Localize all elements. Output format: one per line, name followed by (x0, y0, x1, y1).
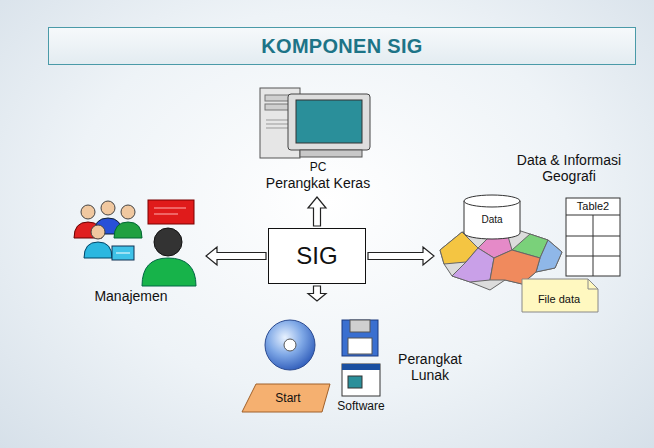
hardware-group: PCPerangkat Keras (262, 159, 375, 195)
file-icon (522, 279, 598, 312)
icon-label: Start (258, 391, 318, 405)
computer-icon-part (296, 100, 362, 143)
people-icon-part (148, 200, 194, 224)
cd-icon-part (265, 320, 315, 370)
computer-icon-part (288, 94, 370, 150)
people-icon-part (116, 253, 130, 254)
people-icon-part (112, 246, 134, 260)
component-label: Perangkat Keras (266, 175, 370, 191)
management-group: Manajemen (58, 196, 204, 306)
table-icon-part (566, 256, 620, 257)
icon-label: Software (330, 399, 392, 413)
database-icon (464, 195, 520, 239)
table-icon-part (566, 198, 620, 276)
floppy-icon-part (342, 320, 378, 356)
people-icon-part (114, 222, 142, 238)
window-icon (342, 364, 380, 396)
computer-icon-part (300, 150, 362, 157)
people-icon-part (154, 208, 186, 209)
people-icon-part (91, 225, 105, 239)
block-arrow (308, 286, 326, 301)
table-icon-part (593, 215, 594, 276)
people-icon-part (121, 205, 135, 219)
cd-icon (265, 320, 315, 370)
title-box: KOMPONEN SIG (48, 27, 636, 65)
people-icon-part (81, 205, 95, 219)
window-icon-part (348, 376, 362, 388)
start-button (242, 384, 330, 412)
floppy-icon-part (348, 338, 372, 354)
people-icon-part (154, 214, 178, 215)
window-icon-part (342, 364, 380, 396)
icon-label: Data (466, 214, 518, 225)
component-label: Manajemen (94, 288, 167, 304)
map-icon-part (536, 240, 562, 272)
floppy-icon-part (350, 320, 370, 332)
computer-icon (260, 88, 370, 158)
component-label: Data & Informasi Geografi (504, 152, 634, 184)
component-label: Perangkat Lunak (394, 351, 466, 383)
block-arrow (308, 197, 326, 226)
people-icon-part (154, 228, 182, 256)
window-icon-part (342, 364, 380, 370)
sig-box: SIG (268, 228, 366, 284)
center-label: SIG (296, 242, 337, 270)
file-icon-part (522, 279, 598, 312)
people-icon (74, 200, 196, 286)
file-icon-part (588, 279, 598, 289)
geodata-group: Data & Informasi Geografi (436, 150, 636, 318)
database-icon-part (464, 195, 520, 207)
icon-label: Table2 (566, 200, 620, 212)
people-icon-part (84, 242, 112, 258)
people-icon-part (101, 201, 115, 215)
icon-label: File data (524, 293, 594, 305)
people-icon-part (142, 258, 196, 286)
title: KOMPONEN SIG (261, 35, 422, 58)
table-icon (566, 198, 620, 276)
block-arrow (368, 247, 434, 265)
table-icon-part (566, 236, 620, 237)
floppy-icon (342, 320, 378, 356)
component-label: PC (310, 161, 327, 175)
start-button-part (242, 384, 330, 412)
map-icon-part (452, 248, 494, 282)
block-arrow (206, 247, 266, 265)
cd-icon-part (284, 339, 296, 351)
